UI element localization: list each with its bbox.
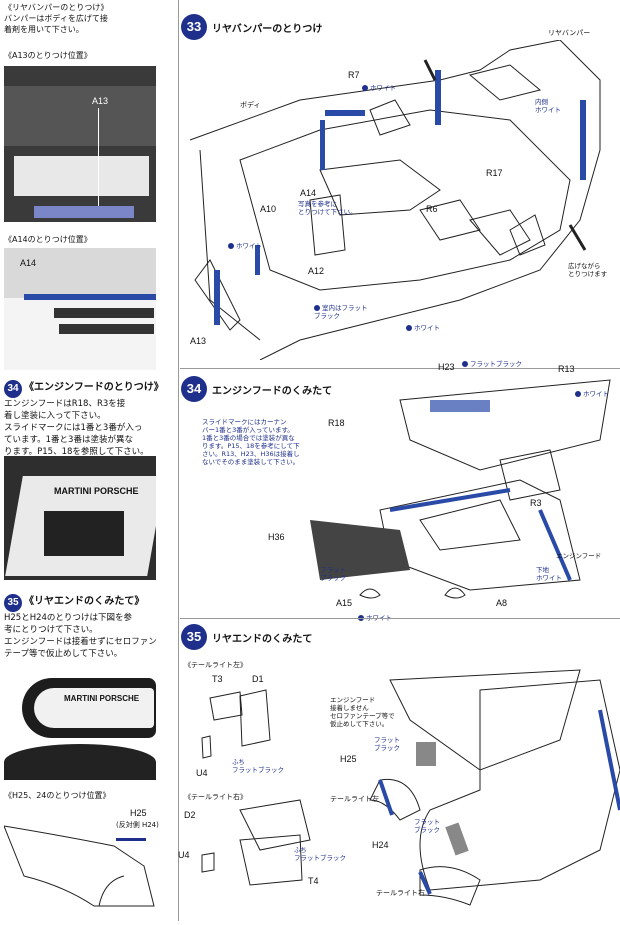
label-a14: A14 [300,188,317,198]
step35-diagram: 《テールライト左》 T3 D1 U4 ふち フラットブラック エンジンフード 接… [178,650,620,921]
label-taillight-left-caption: 《テールライト左》 [184,661,247,669]
label-inner-flat-black-text: 室内はフラット ブラック [314,304,368,320]
a13-caption: 《A13のとりつけ位置》 [4,51,92,60]
label-u4-2: U4 [178,850,190,860]
label-h36: H36 [268,532,285,542]
label-undercoat-white: 下地 ホワイト [536,566,562,582]
label-taillight-right-caption: 《テールライト右》 [184,793,247,801]
step34-diagram: H23 フラットブラック R13 ホワイト R18 スライドマークにはカーナン … [180,360,620,622]
step34-title: エンジンフードのくみたて [212,386,333,397]
a14-caption: 《A14のとりつけ位置》 [4,235,92,244]
label-rear-bumper: リヤバンパー [548,30,591,37]
label-u4-1: U4 [196,768,208,778]
label-t4: T4 [308,876,319,886]
paint-dot-icon [575,391,581,397]
label-a8: A8 [496,598,508,608]
a13-photo-label: A13 [92,96,109,106]
label-engine-hood-note: エンジンフード 接着しません セロファンテープ等で 仮止めして下さい。 [330,696,395,728]
step35-title: リヤエンドのくみたて [212,634,313,645]
label-a10: A10 [260,204,277,214]
h2524-caption: 《H25、24のとりつけ位置》 [4,791,111,800]
h25-label: H25 [130,808,147,818]
label-h25: H25 [340,754,357,764]
label-r17: R17 [486,168,503,178]
label-white-1-text: ホワイト [370,84,396,92]
h2524-diagram: H25 (反対側 H24) [3,806,160,916]
label-taillight-left: テールライト左 [330,795,379,803]
step-divider-2 [180,618,620,619]
step34-left-title: 《エンジンフードのとりつけ》 [24,382,164,393]
step35-number: 35 [181,624,207,650]
paint-dot-icon [228,243,234,249]
label-r3: R3 [530,498,542,508]
step33-number: 33 [181,14,207,40]
column-divider [178,0,179,921]
a13-photo: A13 [4,66,156,222]
label-r13: R13 [558,364,575,374]
paint-dot-icon [462,361,468,367]
label-inner-white: 内側 ホワイト [535,98,561,114]
step-divider-1 [180,368,620,369]
label-white-3-text: ホワイト [414,324,440,332]
step34-photo-text: MARTINI PORSCHE [54,486,139,496]
label-h24: H24 [372,840,389,850]
label-step34-note: スライドマークにはカーナン バー1番と3番が入っています。 1番と3番の場合では… [202,418,300,466]
label-d2: D2 [184,810,196,820]
label-white-34-1-text: ホワイト [583,390,609,398]
label-a13: A13 [190,336,207,346]
label-h23: H23 [438,362,455,372]
label-flat-black-1: フラットブラック [462,360,522,368]
label-a14-note: 写真を参考に とりつけて下さい。 [298,200,357,216]
step35-left-title: 《リヤエンドのくみたて》 [24,596,145,607]
step34-left-number: 34 [4,380,22,398]
label-edge-flat-black-1: ふち フラットブラック [232,758,284,774]
label-white-2-text: ホワイト [236,242,262,250]
step34-number: 34 [181,376,207,402]
step33-diagram: R7 ホワイト ボディ リヤバンパー 内側 ホワイト A14 写真を参考に とり… [180,30,620,361]
left-top-caption: 《リヤバンパーのとりつけ》 バンパーはボディを広げて接 着剤を用いて下さい。 [4,3,109,34]
label-body: ボディ [240,102,261,109]
label-white-1: ホワイト [362,84,396,92]
a14-photo: A14 [4,248,156,370]
step35-photo-text: MARTINI PORSCHE [64,694,140,703]
paint-dot-icon [406,325,412,331]
paint-dot-icon [314,305,320,311]
step33-title: リヤバンパーのとりつけ [212,24,323,35]
label-taillight-right: テールライト右 [376,889,425,897]
step34-photo: MARTINI PORSCHE [4,456,156,580]
label-flat-black-1-text: フラットブラック [470,360,522,368]
a14-photo-label: A14 [20,258,37,268]
h24-note: (反対側 H24) [116,821,159,829]
step35-left-number: 35 [4,594,22,612]
paint-dot-icon [362,85,368,91]
label-inner-flat-black: 室内はフラット ブラック [314,304,368,320]
label-r18: R18 [328,418,345,428]
label-r7: R7 [348,70,360,80]
label-edge-flat-black-2: ふち フラットブラック [294,846,346,862]
label-flat-black-2: フラット ブラック [320,566,346,582]
label-d1: D1 [252,674,264,684]
label-r6: R6 [426,204,438,214]
label-engine-hood: エンジンフード [556,552,602,560]
step34-left-body: エンジンフードはR18、R3を接 着し塗装に入って下さい。 スライドマークには1… [4,399,149,457]
label-a12: A12 [308,266,325,276]
label-a15: A15 [336,598,353,608]
label-t3: T3 [212,674,223,684]
label-flat-black-a: フラット ブラック [374,736,400,752]
label-white-34-1: ホワイト [575,390,609,398]
label-white-2: ホワイト [228,242,262,250]
step35-left-body: H25とH24のとりつけは下図を参 考にとりつけて下さい。 エンジンフードは接着… [4,613,157,659]
step35-photo: MARTINI PORSCHE [4,664,156,780]
label-white-3: ホワイト [406,324,440,332]
label-spread: 広げながら とりつけます [568,262,608,278]
label-flat-black-b: フラット ブラック [414,818,440,834]
